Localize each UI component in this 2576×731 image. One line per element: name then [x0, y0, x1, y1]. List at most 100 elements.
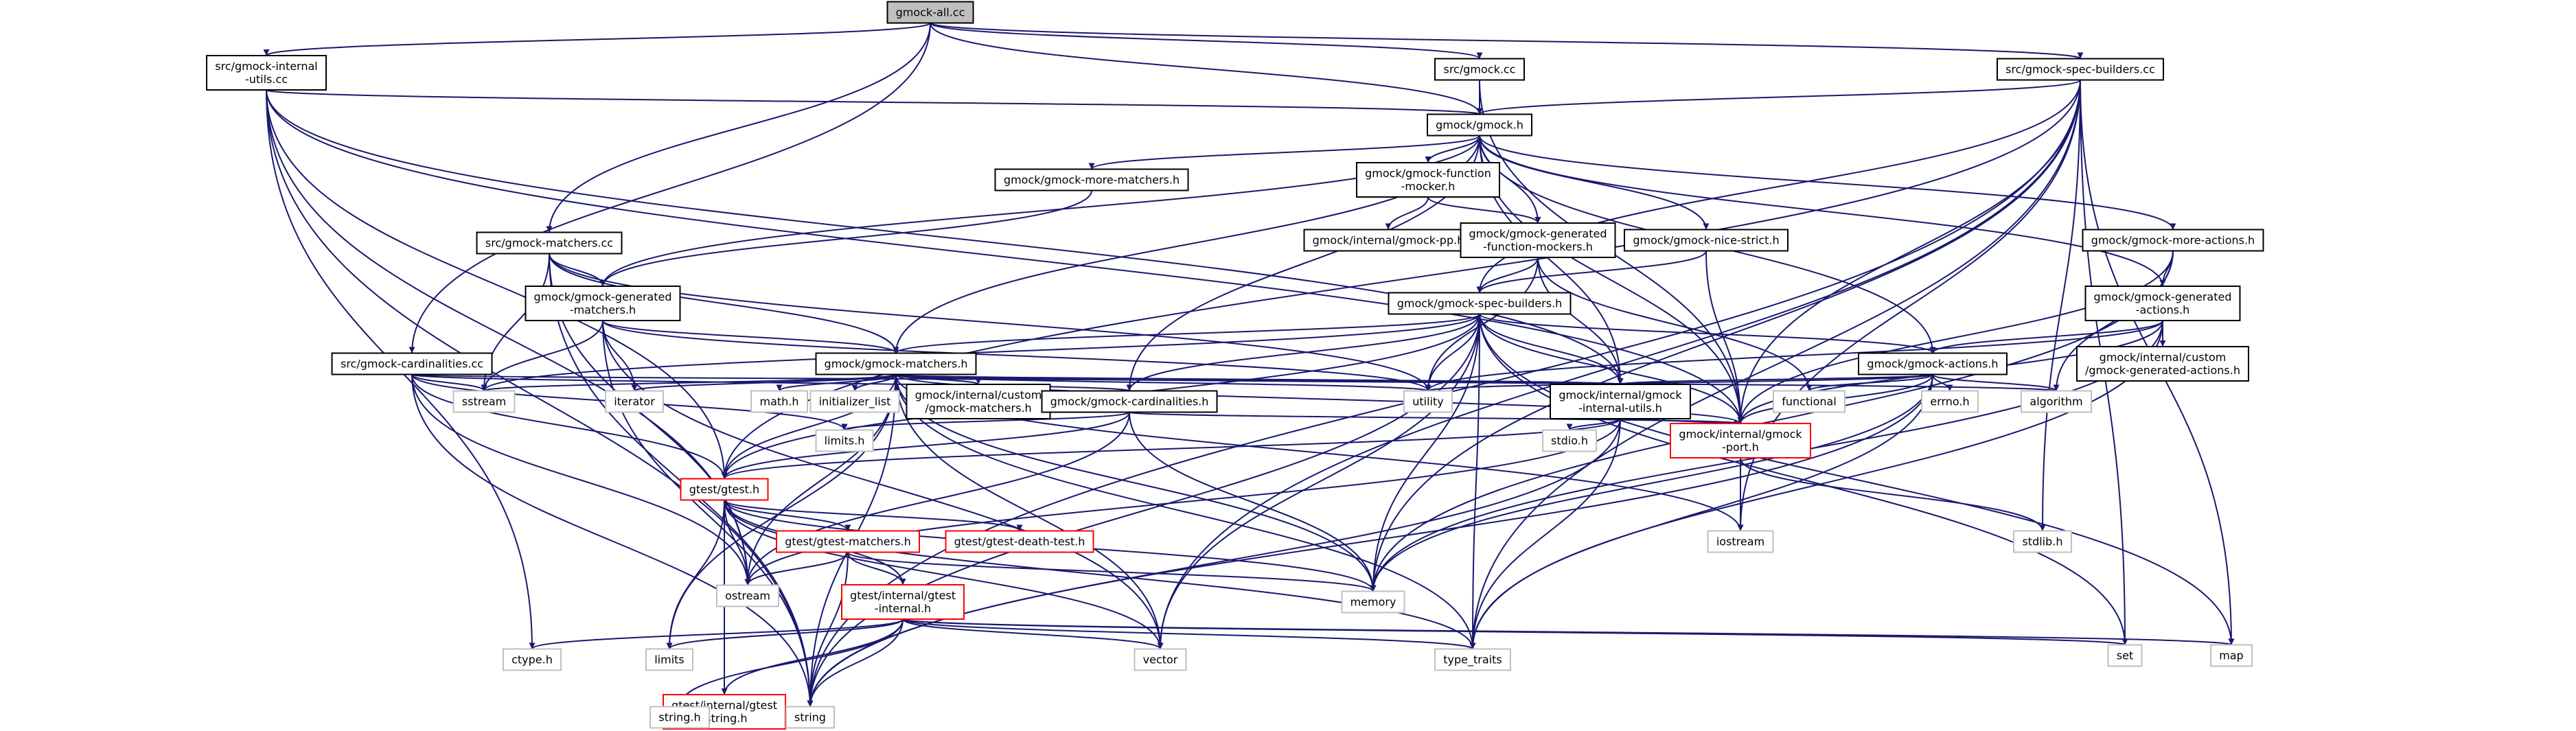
node-more-actions[interactable]: gmock/gmock-more-actions.h — [2082, 229, 2264, 252]
edge-gtest-internal-to-string-h — [676, 618, 904, 707]
node-box — [1858, 352, 2008, 375]
node-label: -internal-utils.h — [1578, 402, 1662, 415]
node-label: -utils.cc — [245, 73, 288, 86]
edge-gtest-internal-to-set — [902, 618, 2128, 646]
node-src-internal-utils[interactable]: src/gmock-internal-utils.cc — [206, 55, 327, 91]
node-gen-matchers[interactable]: gmock/gmock-generated-matchers.h — [525, 286, 681, 321]
edge-gtest-internal-to-string — [807, 618, 904, 707]
node-gmock-port[interactable]: gmock/internal/gmock-port.h — [1670, 423, 1811, 459]
node-matchers-h[interactable]: gmock/gmock-matchers.h — [815, 352, 977, 375]
edge-gmock-h-to-more-actions — [1479, 135, 2176, 230]
node-box — [1460, 222, 1616, 258]
node-box — [2107, 644, 2143, 667]
node-box — [994, 168, 1189, 192]
node-vector: vector — [1134, 648, 1187, 671]
node-gtest-internal[interactable]: gtest/internal/gtest-internal.h — [841, 584, 965, 620]
edge-gtest-matchers-to-ostream — [744, 552, 849, 585]
node-cardinalities-h[interactable]: gmock/gmock-cardinalities.h — [1041, 390, 1218, 413]
edge-src-spec-builders-to-type-traits — [1469, 80, 2081, 649]
node-label: type_traits — [1443, 653, 1502, 667]
node-label: gmock/gmock-cardinalities.h — [1050, 395, 1209, 408]
node-label: math.h — [759, 395, 798, 408]
node-label: -function-mockers.h — [1483, 240, 1593, 253]
edge-matchers-h-to-iterator — [631, 373, 897, 392]
node-internal-utils-h[interactable]: gmock/internal/gmock-internal-utils.h — [1550, 384, 1691, 419]
node-label: src/gmock-matchers.cc — [485, 237, 613, 250]
node-label: string.h — [658, 711, 700, 724]
edge-spec-builders-h-to-type-traits — [1469, 314, 1480, 649]
node-box — [1542, 429, 1597, 452]
node-label: utility — [1412, 395, 1444, 408]
edge-gmock-port-to-stdlib-h — [1740, 457, 2046, 531]
node-label: gmock/gmock-generated — [2094, 290, 2232, 303]
node-box — [1388, 292, 1572, 315]
edge-gen-actions-to-utility — [1425, 320, 2163, 391]
node-label: gmock/gmock-matchers.h — [825, 358, 968, 371]
edge-more-matchers-to-gen-matchers — [599, 190, 1092, 287]
node-gtest-h[interactable]: gtest/gtest.h — [680, 478, 769, 501]
node-box — [815, 429, 874, 452]
node-box — [886, 1, 974, 24]
node-function-mocker[interactable]: gmock/gmock-function-mocker.h — [1356, 162, 1500, 198]
node-label: gmock/gmock-more-actions.h — [2091, 234, 2255, 247]
edge-gmock-all-to-src-gmock — [930, 22, 1483, 60]
edge-gmock-h-to-gen-function-mockers — [1479, 135, 1541, 224]
edge-src-internal-utils-to-internal-utils-h — [266, 89, 1624, 385]
edge-gmock-all-to-gmock-h — [930, 23, 1483, 115]
edge-spec-builders-h-to-set — [1479, 314, 2128, 645]
edge-src-cardinalities-to-gtest-h — [411, 374, 728, 479]
node-gmock-all[interactable]: gmock-all.cc — [886, 1, 974, 24]
node-src-gmock[interactable]: src/gmock.cc — [1434, 58, 1525, 81]
node-gen-function-mockers[interactable]: gmock/gmock-generated-function-mockers.h — [1460, 222, 1616, 258]
edge-gtest-internal-to-ctype-h — [529, 618, 904, 650]
edge-src-internal-utils-to-gmock-h — [266, 89, 1482, 115]
node-box — [1427, 113, 1532, 137]
edge-spec-builders-h-to-map — [1479, 314, 2235, 645]
edge-src-internal-utils-to-string — [266, 89, 814, 707]
node-box — [1356, 162, 1500, 198]
node-gmock-h[interactable]: gmock/gmock.h — [1427, 113, 1532, 137]
edge-internal-utils-h-to-gmock-port — [1620, 418, 1741, 427]
node-gen-actions[interactable]: gmock/gmock-generated-actions.h — [2084, 286, 2241, 321]
node-box — [716, 584, 779, 607]
node-custom-matchers[interactable]: gmock/internal/custom/gmock-matchers.h — [906, 384, 1051, 419]
node-label: gtest/internal/gtest — [850, 589, 956, 602]
node-label: vector — [1143, 653, 1178, 666]
node-algorithm: algorithm — [2021, 390, 2092, 413]
node-box — [2076, 346, 2249, 382]
node-actions-h[interactable]: gmock/gmock-actions.h — [1858, 352, 2008, 375]
node-gtest-death-test[interactable]: gtest/gtest-death-test.h — [945, 530, 1094, 553]
node-spec-builders-h[interactable]: gmock/gmock-spec-builders.h — [1388, 292, 1572, 315]
node-label: -actions.h — [2136, 303, 2190, 316]
node-gtest-matchers[interactable]: gtest/gtest-matchers.h — [776, 530, 920, 553]
node-label: gmock/gmock-generated — [534, 290, 672, 303]
node-string-h: string.h — [649, 706, 710, 729]
edge-gmock-h-to-function-mocker — [1425, 135, 1480, 163]
node-label: gmock/gmock-nice-strict.h — [1633, 234, 1779, 247]
node-label: gmock/internal/custom — [915, 388, 1042, 402]
edge-src-spec-builders-to-memory — [1370, 80, 2081, 592]
node-src-spec-builders[interactable]: src/gmock-spec-builders.cc — [1997, 58, 2164, 81]
node-src-cardinalities[interactable]: src/gmock-cardinalities.cc — [331, 352, 493, 375]
edge-matchers-h-to-math-h — [776, 373, 897, 392]
node-box — [1550, 384, 1691, 419]
node-custom-gen-actions[interactable]: gmock/internal/custom/gmock-generated-ac… — [2076, 346, 2249, 382]
node-box — [1341, 590, 1405, 614]
node-src-matchers[interactable]: src/gmock-matchers.cc — [476, 231, 623, 255]
node-more-matchers[interactable]: gmock/gmock-more-matchers.h — [994, 168, 1189, 192]
node-box — [1303, 229, 1473, 252]
node-functional: functional — [1773, 390, 1845, 413]
node-box — [1773, 390, 1845, 413]
node-label: src/gmock-spec-builders.cc — [2005, 63, 2155, 76]
node-box — [1670, 423, 1811, 459]
edge-function-mocker-to-gen-function-mockers — [1427, 196, 1541, 224]
edge-matchers-h-to-custom-matchers — [895, 373, 982, 385]
node-box — [906, 384, 1051, 419]
edge-nice-strict-to-spec-builders-h — [1476, 251, 1707, 293]
node-internal-pp[interactable]: gmock/internal/gmock-pp.h — [1303, 229, 1473, 252]
edge-internal-utils-h-to-type-traits — [1469, 418, 1621, 649]
node-nice-strict[interactable]: gmock/gmock-nice-strict.h — [1624, 229, 1789, 252]
node-box — [809, 390, 900, 413]
node-label: src/gmock.cc — [1443, 63, 1515, 76]
node-label: src/gmock-internal — [215, 60, 318, 73]
